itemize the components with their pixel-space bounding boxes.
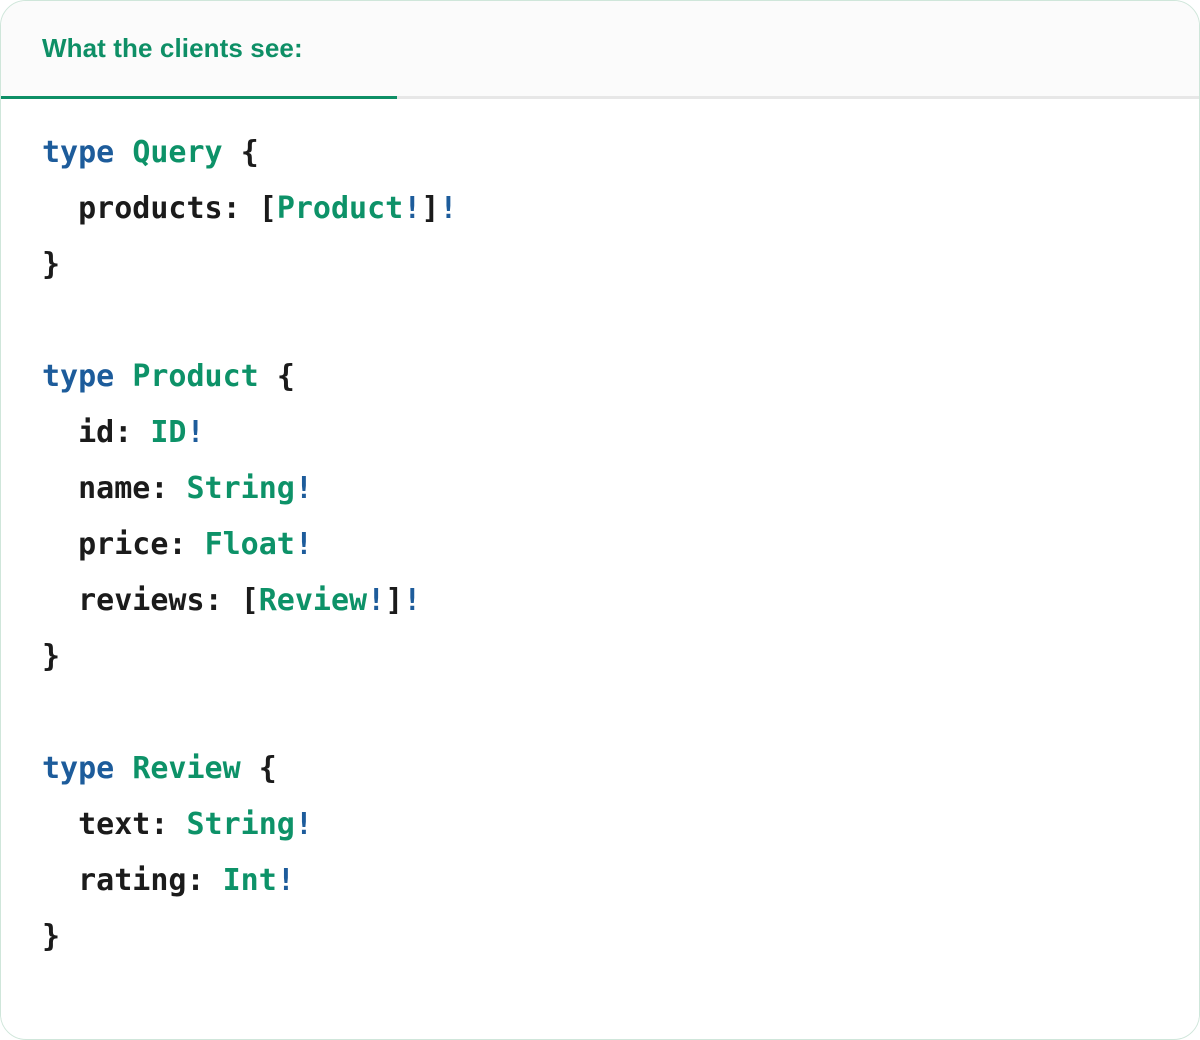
code-line: type Query { [42,125,1199,181]
graphql-schema-code[interactable]: type Query { products: [Product!]!} type… [1,125,1199,965]
code-token-punct: } [42,247,61,282]
code-token-field: products [78,191,223,226]
code-line: type Product { [42,349,1199,405]
code-token-punct: { [240,135,259,170]
code-token-field: rating [78,863,187,898]
code-token-type: Product [276,191,404,226]
code-token-punct: : [114,415,151,450]
code-token-bang: ! [367,583,386,618]
code-line: text: String! [42,797,1199,853]
code-line: name: String! [42,461,1199,517]
code-token-punct: : [186,863,223,898]
code-token-bang: ! [403,191,422,226]
code-token-punct: [ [240,583,259,618]
code-token-plain [42,191,78,226]
code-area: type Query { products: [Product!]!} type… [1,99,1199,1038]
code-token-plain [42,863,78,898]
code-token-plain [42,527,78,562]
code-token-field: id [78,415,115,450]
code-token-punct: : [222,191,259,226]
code-line: type Review { [42,741,1199,797]
code-token-type: String [186,471,295,506]
code-token-kw: type [42,751,115,786]
code-line: } [42,237,1199,293]
code-token-punct: : [150,807,187,842]
code-token-punct: } [42,919,61,954]
code-token-type: Product [132,359,259,394]
code-token-plain [114,135,132,170]
code-token-plain [42,471,78,506]
code-token-plain [241,751,259,786]
code-token-bang: ! [294,471,313,506]
code-token-bang: ! [186,415,205,450]
code-token-plain [42,583,78,618]
code-token-type: ID [150,415,187,450]
code-token-type: Query [132,135,223,170]
tab-label: What the clients see: [42,33,303,63]
code-token-plain [42,415,78,450]
tab-strip: What the clients see: [1,1,1199,99]
code-token-punct: : [150,471,187,506]
code-token-bang: ! [439,191,458,226]
code-token-field: reviews [78,583,205,618]
code-token-plain [259,359,277,394]
code-token-bang: ! [294,807,313,842]
code-token-punct: ] [421,191,440,226]
code-line: id: ID! [42,405,1199,461]
code-line: reviews: [Review!]! [42,573,1199,629]
code-token-type: Review [132,751,241,786]
code-line [42,293,1199,349]
code-token-field: price [78,527,169,562]
code-token-punct: : [204,583,241,618]
code-line: price: Float! [42,517,1199,573]
code-token-kw: type [42,359,115,394]
code-line [42,685,1199,741]
code-line: rating: Int! [42,853,1199,909]
code-token-plain [114,359,132,394]
code-token-type: Int [222,863,277,898]
code-token-type: Float [204,527,295,562]
code-token-kw: type [42,135,115,170]
code-token-type: String [186,807,295,842]
code-token-bang: ! [294,527,313,562]
code-token-punct: } [42,639,61,674]
code-token-plain [42,807,78,842]
code-token-punct: { [276,359,295,394]
code-line: } [42,909,1199,965]
code-token-punct: [ [258,191,277,226]
code-token-field: text [78,807,151,842]
code-token-bang: ! [403,583,422,618]
code-token-type: Review [258,583,368,618]
code-token-plain [223,135,241,170]
code-token-field: name [78,471,151,506]
code-token-punct: { [258,751,277,786]
code-line: products: [Product!]! [42,181,1199,237]
tab-what-the-clients-see[interactable]: What the clients see: [1,1,397,99]
code-token-punct: : [168,527,205,562]
code-line: } [42,629,1199,685]
code-token-punct: ] [385,583,404,618]
code-token-plain [114,751,132,786]
code-token-bang: ! [276,863,295,898]
